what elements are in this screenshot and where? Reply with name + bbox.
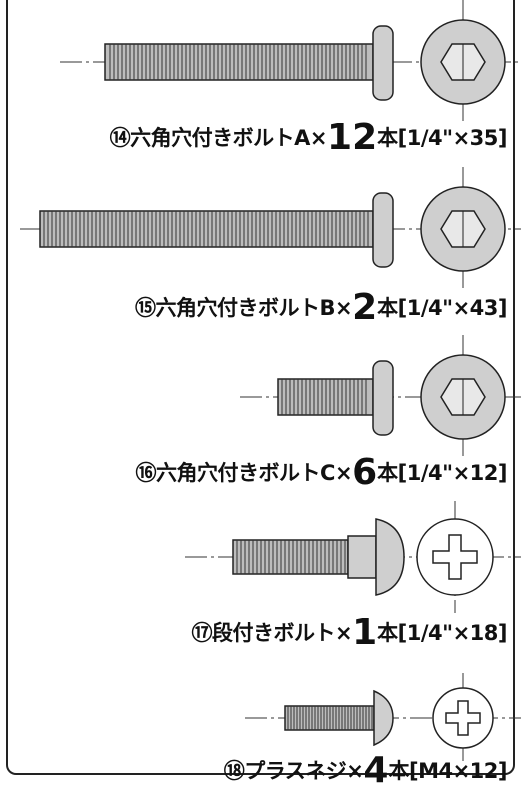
part-16: ⑯六角穴付きボルトC×6本[1/4"×12]: [0, 335, 521, 495]
bolt-a-drawing: [60, 0, 521, 124]
part-14: ⑭六角穴付きボルトA×12本[1/4"×35]: [0, 0, 521, 158]
bolt-c-drawing: [240, 335, 521, 459]
bolt-b-drawing: [20, 167, 521, 291]
parts-frame: [6, 0, 515, 775]
part-15: ⑮六角穴付きボルトB×2本[1/4"×43]: [0, 155, 521, 335]
part-17-caption: ⑰段付きボルト×1本[1/4"×18]: [191, 612, 507, 653]
part-16-caption: ⑯六角穴付きボルトC×6本[1/4"×12]: [135, 452, 508, 493]
shoulder-bolt-drawing: [185, 501, 521, 613]
phillips-screw-drawing: [245, 673, 521, 763]
part-18: ⑱プラスネジ×4本[M4×12]: [0, 655, 521, 789]
part-18-caption: ⑱プラスネジ×4本[M4×12]: [223, 750, 508, 791]
part-15-caption: ⑮六角穴付きボルトB×2本[1/4"×43]: [134, 287, 508, 328]
part-17: ⑰段付きボルト×1本[1/4"×18]: [0, 495, 521, 655]
part-14-caption: ⑭六角穴付きボルトA×12本[1/4"×35]: [109, 117, 508, 158]
